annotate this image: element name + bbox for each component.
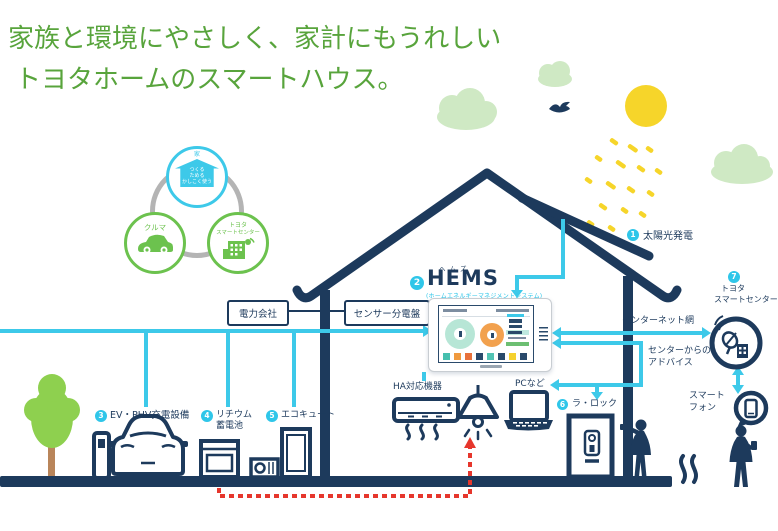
hems-title: HEMS (427, 266, 499, 290)
aircon-icon (392, 397, 460, 423)
pendant-light-icon (457, 385, 499, 441)
lalock-number-badge: 6 (557, 399, 568, 410)
speaker-grille (539, 327, 548, 343)
door-icon (566, 413, 615, 480)
house-outline (292, 168, 682, 480)
heat-waves (405, 423, 439, 441)
concept-circle-car: クルマ (124, 212, 186, 274)
ecocute-number-badge: 5 (266, 410, 278, 422)
sun-rays (584, 138, 663, 232)
hems-ruby: ヘムズ (439, 265, 471, 273)
hems-tablet (428, 298, 552, 372)
hems-subtitle: (ホームエネルギーマネジメントシステム) (426, 293, 543, 300)
building-icon (223, 237, 255, 259)
smartcenter-label-line1: トヨタ (721, 284, 745, 293)
advice-label-line2: アドバイス (648, 358, 693, 368)
usage-gauge-left (445, 319, 475, 349)
hems-screen (438, 305, 534, 363)
sun-icon (625, 85, 667, 127)
battery-icon (199, 439, 240, 479)
laptop-icon (504, 390, 553, 431)
solar-number-badge: 1 (627, 229, 639, 241)
headline-line1: 家族と環境にやさしく、家計にもうれしい (8, 24, 502, 54)
smartphone-label-line2: フォン (689, 403, 717, 413)
ha-devices-label: HA対応機器 (393, 382, 442, 392)
concept-circle-house: 家 つくる ためる かしこく使う (166, 146, 228, 208)
battery-label-line2: 蓄電池 (216, 421, 244, 431)
cloud-right (711, 144, 773, 184)
smartphone-label-line1: スマート (689, 391, 725, 401)
usage-gauge-right (480, 323, 504, 347)
bird-icon (549, 101, 570, 113)
man-silhouette (729, 425, 757, 487)
sensor-board-box: センサー分電盤 (344, 300, 430, 326)
advice-label-line1: センターからの (648, 346, 712, 356)
tree (24, 374, 80, 478)
car-icon (138, 234, 173, 253)
cyan-network (0, 219, 744, 407)
internet-label: インターネット網 (622, 316, 695, 326)
smartcenter-label-line2: スマートセンター (714, 295, 778, 304)
solar-panel (517, 193, 654, 261)
lalock-label: ラ・ロック (572, 399, 618, 409)
pc-label: PCなど (515, 379, 545, 389)
concept-circle-center: トヨタ スマートセンター (207, 212, 269, 274)
cloud-left (437, 88, 497, 130)
house-kanji: 家 (193, 151, 200, 158)
ev-number-badge: 3 (95, 410, 107, 422)
charging-station-icon (92, 431, 119, 480)
woman-silhouette (620, 419, 651, 477)
tablet-logo (480, 365, 502, 368)
headline: 家族と環境にやさしく、家計にもうれしい トヨタホームのスマートハウス。 (8, 26, 501, 93)
smartcenter-number-badge: 7 (728, 271, 740, 283)
smartphone-bubble-icon (733, 390, 769, 428)
solar-label: 太陽光発電 (643, 231, 693, 242)
power-company-box: 電力会社 (227, 300, 289, 326)
ev-car-icon (108, 414, 188, 478)
red-power-flow (217, 437, 476, 498)
heat-squiggle (679, 454, 698, 484)
headline-line2: トヨタホームのスマートハウス。 (15, 65, 404, 95)
ecocute-icon (249, 427, 312, 479)
concept-house-icon: つくる ためる かしこく使う (175, 159, 219, 187)
ev-label: EV・PHV充電設備 (110, 410, 190, 421)
cloud-small (538, 61, 572, 87)
hems-number-badge: 2 (410, 276, 424, 290)
battery-label-line1: リチウム (216, 410, 253, 420)
ground (0, 476, 672, 487)
ecocute-label: エコキュート (281, 410, 336, 420)
toyota-smart-center-icon (709, 315, 763, 370)
battery-number-badge: 4 (201, 410, 213, 422)
concept-car-label: クルマ (143, 223, 167, 232)
